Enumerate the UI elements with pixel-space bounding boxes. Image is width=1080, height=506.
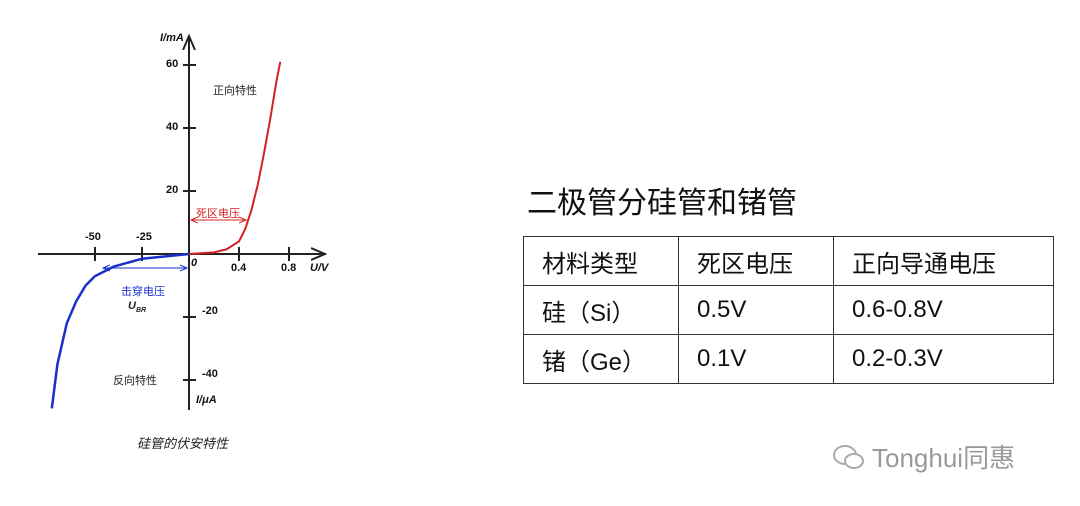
breakdown-label: 击穿电压 [121,286,165,298]
ubr-sub: BR [135,307,147,315]
y-label-ma: I/mA [160,32,184,44]
x-tick-label: 0.8 [281,262,297,274]
table-row: 锗（Ge） 0.1V 0.2-0.3V [523,334,1054,384]
table-header-row: 材料类型 死区电压 正向导通电压 [523,236,1054,286]
cell: 0.6-0.8V [833,285,1054,335]
wechat-icon [833,444,864,469]
y-tick-label: 60 [166,58,179,70]
cell: 0.2-0.3V [833,334,1054,384]
comparison-table: 材料类型 死区电压 正向导通电压 硅（Si） 0.5V 0.6-0.8V 锗（G… [523,236,1054,384]
reverse-curve [50,252,190,409]
cell: 硅（Si） [523,285,679,335]
watermark-text: Tonghui同惠 [872,443,1016,473]
x-tick-label: -50 [85,231,101,243]
x-tick-label: -25 [136,231,152,243]
table-row: 硅（Si） 0.5V 0.6-0.8V [523,285,1054,335]
y-tick-label: 40 [166,121,179,133]
origin-label: 0 [191,257,198,269]
cell: 锗（Ge） [523,334,679,384]
y-label-ua: I/μA [196,394,217,406]
x-label: U/V [310,262,329,274]
ubr-main: U [128,300,136,312]
header-cell: 材料类型 [523,236,679,286]
x-tick-label: 0.4 [231,262,247,274]
reverse-label: 反向特性 [113,375,157,387]
header-cell: 正向导通电压 [833,236,1054,286]
y-tick-label: -40 [202,368,218,380]
ubr-label: UBR [128,300,146,314]
cell: 0.1V [678,334,834,384]
watermark: Tonghui同惠 [832,438,1015,475]
y-tick-label: 20 [166,184,179,196]
cell: 0.5V [678,285,834,335]
forward-label: 正向特性 [213,85,257,97]
forward-curve [188,61,282,255]
dead-zone-label: 死区电压 [196,208,240,220]
heading: 二极管分硅管和锗管 [527,187,797,220]
header-cell: 死区电压 [678,236,834,286]
y-tick-label: -20 [202,305,218,317]
chart-title: 硅管的伏安特性 [137,436,229,451]
